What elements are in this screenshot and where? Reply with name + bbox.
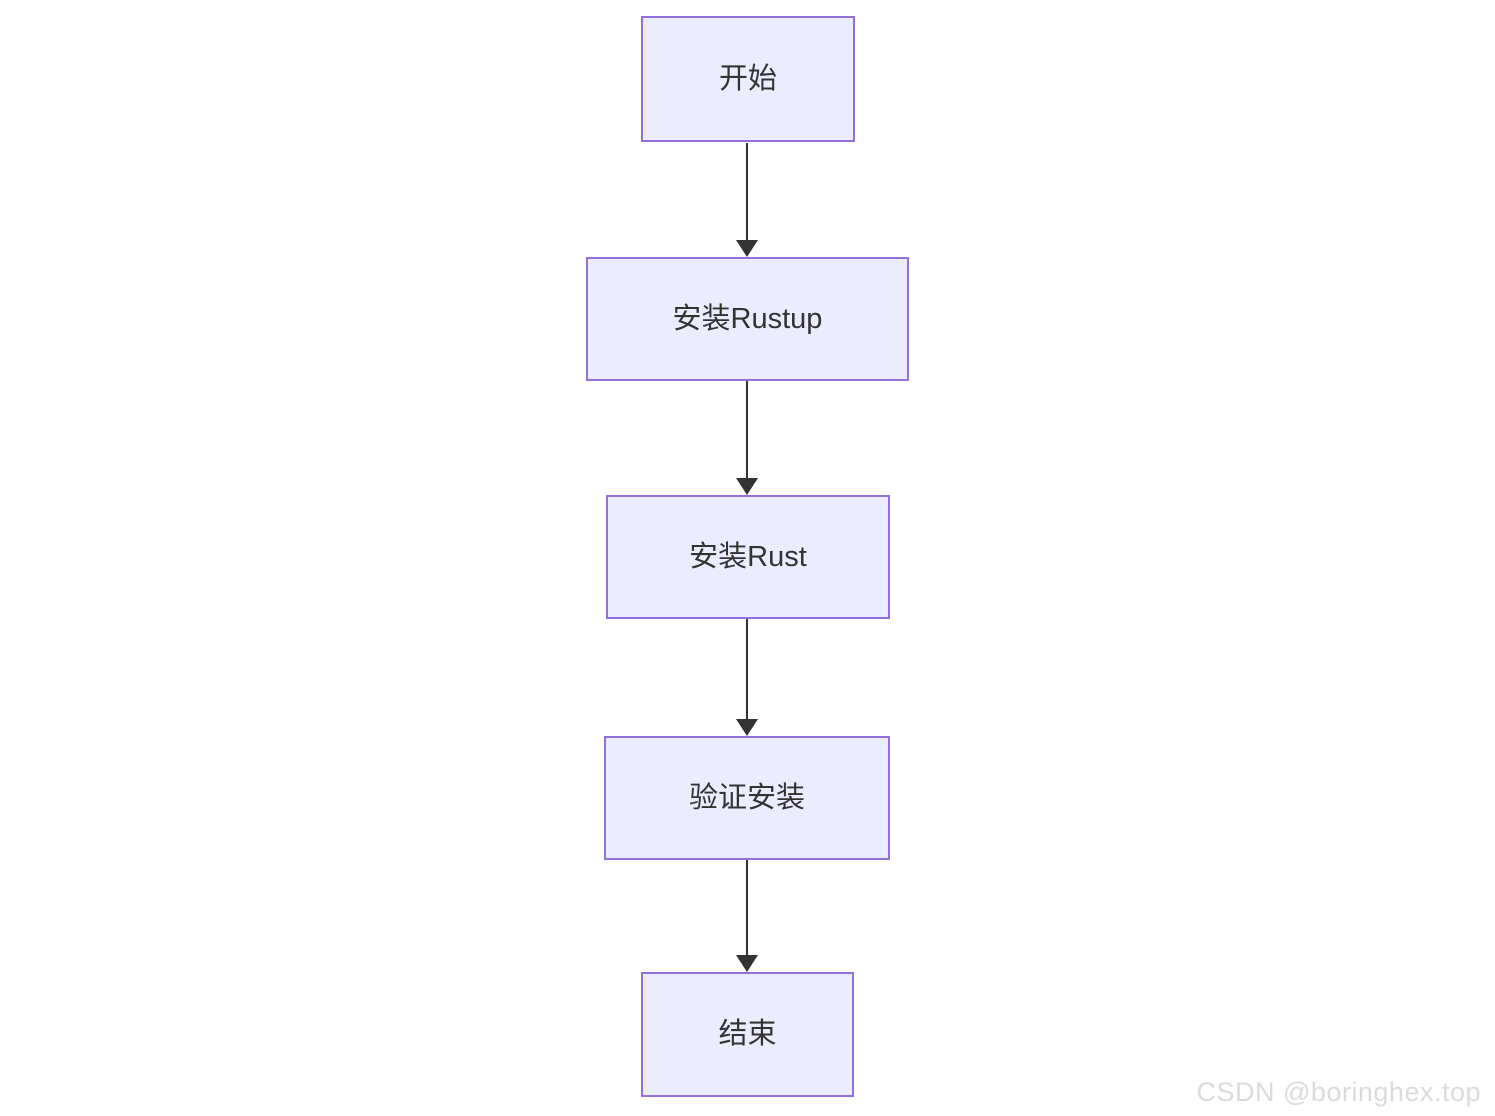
node-verify-install-label: 验证安装 (688, 781, 805, 814)
edge-line (746, 860, 748, 955)
edge-install-rustup-to-install-rust (736, 381, 758, 495)
node-end: 结束 (641, 972, 854, 1097)
node-start-label: 开始 (718, 62, 777, 95)
edge-line (746, 381, 748, 478)
arrowhead-down-icon (736, 955, 758, 972)
arrowhead-down-icon (736, 478, 758, 495)
node-install-rustup-label: 安装Rustup (672, 302, 823, 335)
edge-verify-install-to-end (736, 860, 758, 972)
node-install-rust-label: 安装Rust (689, 540, 807, 573)
node-end-label: 结束 (718, 1018, 777, 1051)
node-start: 开始 (641, 16, 855, 142)
edge-line (746, 619, 748, 719)
edge-install-rust-to-verify-install (736, 619, 758, 736)
node-install-rust: 安装Rust (606, 495, 890, 619)
arrowhead-down-icon (736, 240, 758, 257)
watermark: CSDN @boringhex.top (1196, 1077, 1481, 1107)
edge-line (746, 143, 748, 240)
edge-start-to-install-rustup (736, 143, 758, 257)
node-install-rustup: 安装Rustup (586, 257, 909, 381)
arrowhead-down-icon (736, 719, 758, 736)
node-verify-install: 验证安装 (604, 736, 890, 860)
